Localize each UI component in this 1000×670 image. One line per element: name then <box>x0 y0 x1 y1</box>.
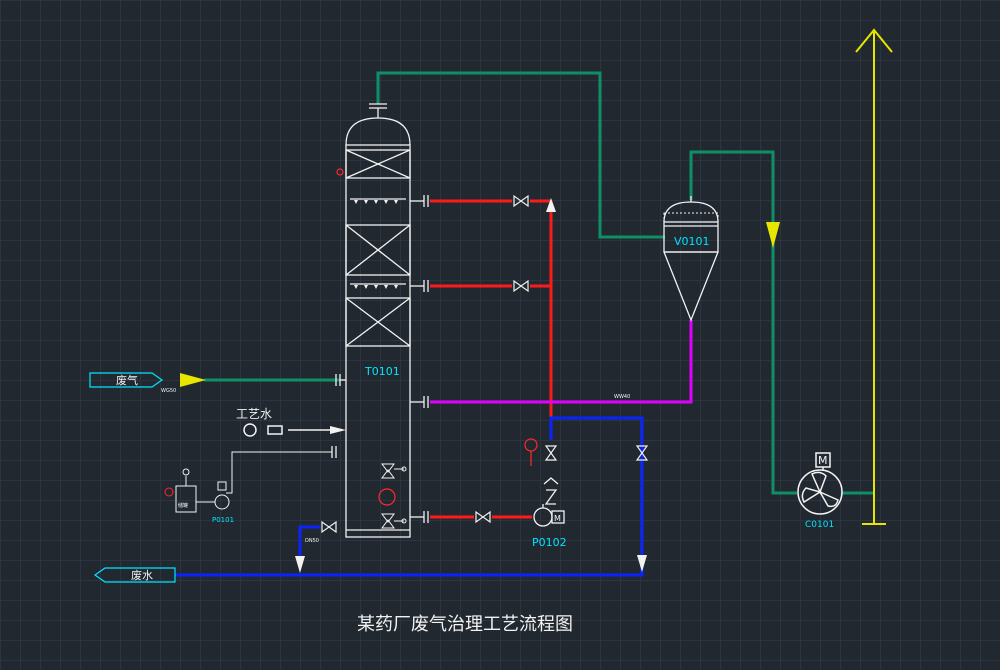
pump-small-tag: P0101 <box>212 516 234 524</box>
process-water-label: 工艺水 <box>236 407 272 421</box>
level-gauge <box>381 463 407 529</box>
red-instrument-icon <box>336 168 396 506</box>
tower-tag: T0101 <box>364 365 400 378</box>
demister-pad <box>663 212 719 223</box>
waste-gas-flag <box>89 372 164 388</box>
absorption-tower <box>345 103 411 538</box>
main-pump <box>533 477 565 527</box>
waste-water-label: 废水 <box>131 568 153 582</box>
separator-tag: V0101 <box>674 235 710 248</box>
dosing-line <box>164 451 332 513</box>
pressure-gauge <box>524 438 538 466</box>
waste-water-flag <box>93 567 176 583</box>
flow-arrow-circulation <box>546 198 556 212</box>
liquid-return-line <box>430 320 693 404</box>
fan-motor-label: M <box>818 454 828 467</box>
flow-arrow-gas-in <box>180 373 206 387</box>
diagram-title: 某药厂废气治理工艺流程图 <box>357 614 573 635</box>
flow-arrow-to-fan <box>766 222 780 248</box>
separator-vessel <box>663 196 719 322</box>
waste-gas-label: 废气 <box>116 373 138 387</box>
process-water-line <box>243 423 334 437</box>
flow-arrow-waste-water <box>637 555 647 572</box>
line-tag-mid: WW40 <box>614 394 630 400</box>
spray-nozzles <box>354 200 398 289</box>
pump-main-tag: P0102 <box>532 536 567 549</box>
pump-motor-label: M <box>554 514 561 523</box>
waste-water-line <box>175 416 644 577</box>
valves <box>321 194 649 534</box>
line-tag-drain: DN50 <box>305 538 319 544</box>
vent-stack <box>855 28 893 525</box>
fan <box>797 452 843 515</box>
circulation-line <box>430 199 553 519</box>
fan-tag: C0101 <box>805 520 834 530</box>
flow-arrow-drain <box>295 556 305 573</box>
flow-arrow-process-water <box>330 426 346 434</box>
tank-label: 储罐 <box>178 502 188 509</box>
line-tag-gas-in: WG50 <box>161 388 176 394</box>
gas-line <box>204 71 874 495</box>
